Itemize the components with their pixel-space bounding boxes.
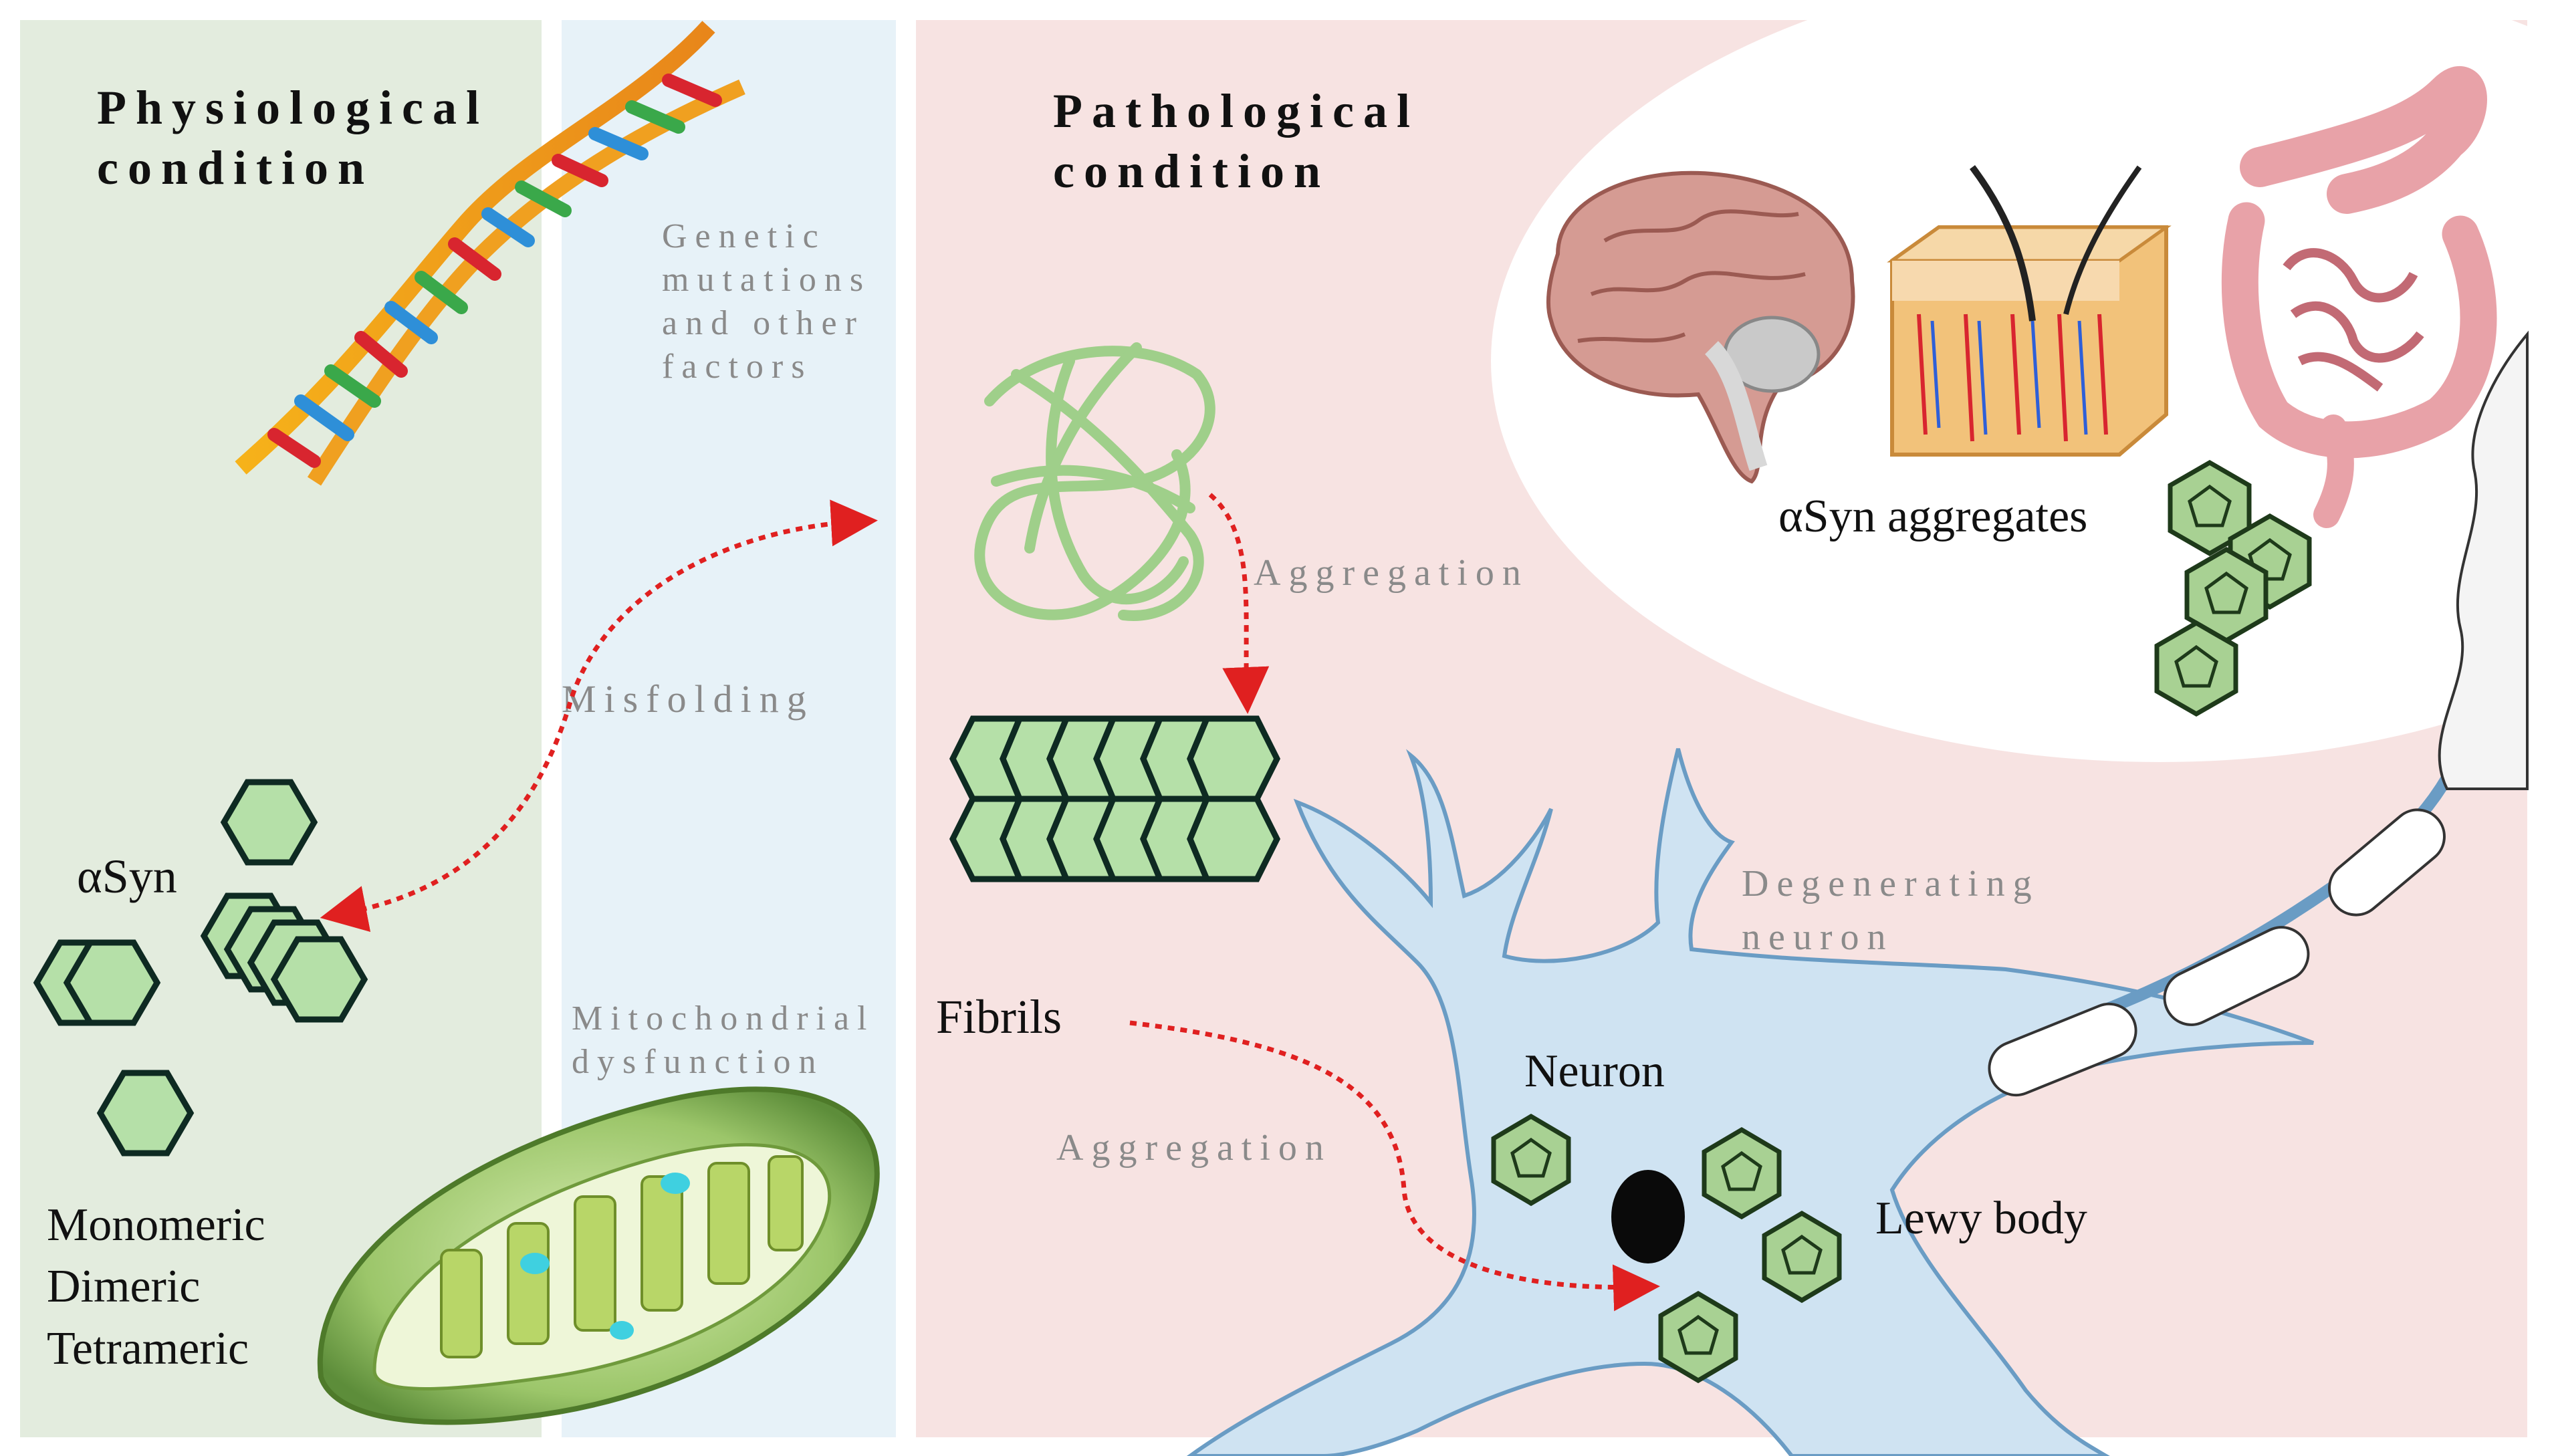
asyn-aggregate-cluster (2154, 459, 2312, 717)
lewy-body-polyhedron (1702, 1126, 1782, 1220)
lewy-body-polyhedron (1762, 1210, 1842, 1304)
aggregation-top-label: Aggregation (1254, 552, 1529, 594)
brain-icon (1546, 170, 1855, 484)
degenerating-label-line1: Degenerating (1742, 863, 2040, 904)
dimer-hexagon (63, 939, 161, 1026)
genetic-label-line2: mutations (662, 261, 871, 299)
lewy-body-aggregates (1491, 1113, 1842, 1384)
monomer-hexagon (220, 779, 318, 866)
aggregation-bottom-label: Aggregation (1056, 1127, 1332, 1169)
intestine-icon (2221, 66, 2497, 528)
neuron-icon (1186, 748, 2315, 1456)
asyn-hexagons (33, 779, 368, 1157)
mitochondrion-icon (317, 1086, 880, 1425)
fibrils-icon (949, 715, 1281, 882)
genetic-label-line1: Genetic (662, 217, 826, 255)
axon-icon (1988, 330, 2529, 1097)
degenerating-label-line2: neuron (1742, 917, 1894, 958)
fibrils-label: Fibrils (936, 990, 1062, 1044)
lewy-body-label: Lewy body (1875, 1193, 2087, 1244)
mitochondrial-label-line1: Mitochondrial (572, 999, 875, 1038)
monomer-hexagon (96, 1070, 195, 1157)
genetic-label-line3: and other (662, 304, 864, 342)
asyn-aggregates-label: αSyn aggregates (1778, 491, 2087, 542)
aggregate-polyhedron (2168, 459, 2252, 557)
genetic-label-line4: factors (662, 348, 812, 386)
mitochondrial-label-line2: dysfunction (572, 1043, 824, 1081)
misfolding-arrow (320, 499, 878, 932)
misfolded-protein-icon (974, 342, 1215, 621)
lewy-body-polyhedron (1658, 1290, 1738, 1384)
skin-icon (1887, 165, 2172, 457)
dna-helix-icon (235, 21, 745, 486)
aggregation-bottom-arrow (1129, 1020, 1660, 1312)
form-tetrameric: Tetrameric (47, 1323, 249, 1374)
lewy-body-polyhedron (1491, 1113, 1571, 1207)
physiological-title-line2: condition (97, 141, 374, 195)
aggregate-polyhedron (2154, 620, 2238, 717)
neuron-label: Neuron (1524, 1046, 1665, 1097)
aggregation-top-arrow (1208, 493, 1270, 714)
pathological-title-line1: Pathological (1053, 84, 1419, 138)
form-dimeric: Dimeric (47, 1261, 200, 1312)
pathological-title-line2: condition (1053, 144, 1330, 198)
tetramer-hexagon (270, 936, 368, 1023)
form-monomeric: Monomeric (47, 1199, 265, 1251)
physiological-title-line1: Physiological (97, 81, 489, 134)
misfolding-label: Misfolding (562, 677, 814, 721)
asyn-label: αSyn (77, 850, 177, 903)
